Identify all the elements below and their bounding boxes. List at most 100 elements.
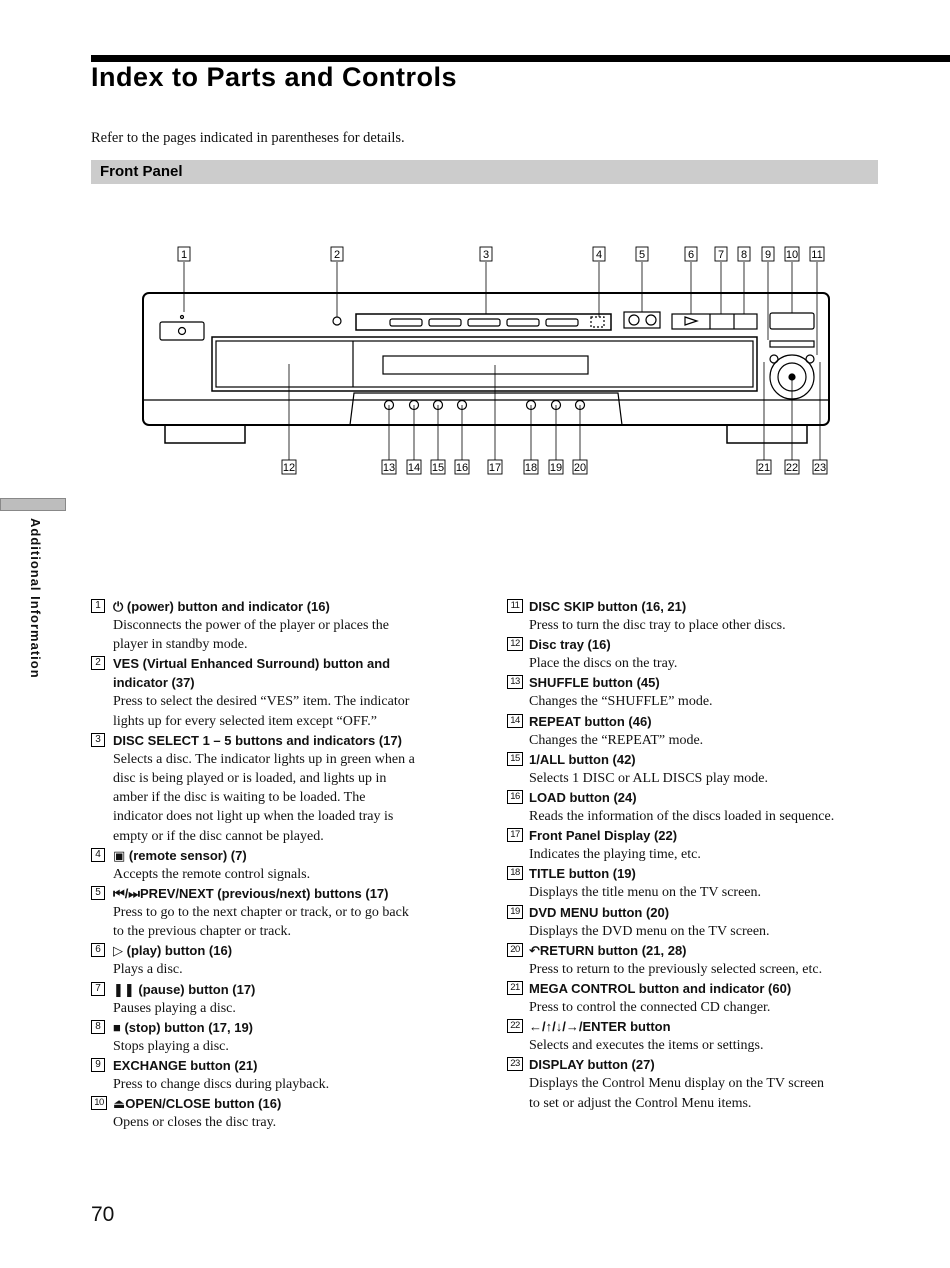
item-title: DISC SELECT 1 – 5 buttons and indicators…	[113, 732, 402, 748]
svg-text:14: 14	[408, 462, 420, 474]
item-description: to the previous chapter or track.	[113, 924, 292, 940]
top-rule	[91, 55, 950, 62]
item-number: 10	[91, 1096, 107, 1111]
page-title: Index to Parts and Controls	[91, 62, 458, 92]
disc-tray	[211, 336, 758, 392]
callout-16: 16	[454, 459, 470, 475]
callout-2: 2	[330, 246, 344, 262]
callout-20: 20	[572, 459, 588, 475]
item-description: amber if the disc is waiting to be loade…	[113, 790, 366, 806]
item-description: Press to return to the previously select…	[529, 961, 823, 977]
item-title: ⏏OPEN/CLOSE button (16)	[113, 1096, 282, 1112]
item-number: 20	[507, 942, 523, 957]
item-description: Displays the DVD menu on the TV screen.	[529, 923, 770, 939]
item-title: 1/ALL button (42)	[529, 751, 636, 767]
item-description: Disconnects the power of the player or p…	[113, 618, 390, 633]
item-title: Front Panel Display (22)	[529, 828, 678, 844]
callout-19: 19	[548, 459, 564, 475]
item-title: ▷ (play) button (16)	[113, 943, 233, 959]
svg-text:1: 1	[181, 249, 187, 261]
item-number: 15	[507, 751, 523, 766]
item-description: Selects and executes the items or settin…	[529, 1038, 764, 1054]
item-number: 5	[91, 886, 105, 901]
right-foot	[726, 424, 808, 444]
item-description: Displays the Control Menu display on the…	[529, 1076, 824, 1092]
svg-text:23: 23	[814, 462, 826, 474]
front-panel-display	[382, 355, 589, 375]
item-title: ❚❚ (pause) button (17)	[113, 981, 256, 997]
section-bar: Front Panel	[91, 160, 878, 184]
item-description: Plays a disc.	[113, 962, 183, 978]
index-item-8: 8■ (stop) button (17, 19)Stops playing a…	[91, 1018, 466, 1056]
item-number: 19	[507, 904, 523, 919]
item-number: 9	[91, 1058, 105, 1073]
svg-text:5: 5	[639, 249, 645, 261]
svg-text:10: 10	[786, 249, 798, 261]
power-button	[159, 321, 205, 341]
item-title: ⏮/⏭PREV/NEXT (previous/next) buttons (17…	[113, 886, 389, 902]
item-description: Press to select the desired “VES” item. …	[113, 694, 410, 710]
callout-15: 15	[430, 459, 446, 475]
item-title: Disc tray (16)	[529, 637, 611, 653]
svg-text:3: 3	[483, 249, 489, 261]
item-title: MEGA CONTROL button and indicator (60)	[529, 981, 792, 997]
item-number: 12	[507, 637, 523, 652]
item-number: 14	[507, 713, 523, 728]
index-item-1: 1⏻ (power) button and indicator (16)Disc…	[91, 597, 466, 654]
callout-3: 3	[479, 246, 493, 262]
index-item-21: 21 MEGA CONTROL button and indicator (60)…	[507, 979, 887, 1017]
item-description: Press to change discs during playback.	[113, 1077, 330, 1093]
item-title-cont: indicator (37)	[113, 675, 195, 691]
callout-12: 12	[281, 459, 297, 475]
item-description: Pauses playing a disc.	[113, 1000, 236, 1016]
item-number: 4	[91, 847, 105, 862]
svg-text:21: 21	[758, 462, 770, 474]
item-title: SHUFFLE button (45)	[529, 675, 660, 691]
svg-text:13: 13	[383, 462, 395, 474]
item-number: 8	[91, 1019, 105, 1034]
item-description: player in standby mode.	[113, 637, 248, 653]
page-number: 70	[91, 1203, 115, 1226]
callout-1: 1	[177, 246, 191, 262]
item-number: 11	[507, 599, 523, 613]
index-item-5: 5 ⏮/⏭PREV/NEXT (previous/next) buttons (1…	[91, 884, 466, 941]
item-title: ▣ (remote sensor) (7)	[113, 847, 247, 863]
item-number: 7	[91, 981, 105, 996]
svg-text:18: 18	[525, 462, 537, 474]
item-description: Press to go to the next chapter or track…	[113, 905, 409, 921]
index-item-7: 7 ❚❚ (pause) button (17) Pauses playing a …	[91, 980, 466, 1018]
item-number: 22	[507, 1019, 523, 1034]
item-number: 21	[507, 981, 523, 996]
item-description: Selects a disc. The indicator lights up …	[113, 751, 415, 767]
item-description: Press to control the connected CD change…	[529, 1000, 771, 1016]
item-description: Changes the “SHUFFLE” mode.	[529, 694, 713, 710]
item-title: LOAD button (24)	[529, 790, 637, 806]
svg-text:4: 4	[596, 249, 602, 261]
item-number: 17	[507, 828, 523, 843]
item-title: REPEAT button (46)	[529, 713, 652, 729]
item-description: Selects 1 DISC or ALL DISCS play mode.	[529, 770, 769, 786]
item-number: 23	[507, 1057, 523, 1072]
item-description: indicator does not light up when the loa…	[113, 809, 394, 825]
item-title: DISC SKIP button (16, 21)	[529, 599, 687, 614]
svg-text:17: 17	[489, 462, 501, 474]
item-number: 18	[507, 866, 523, 881]
item-description: Stops playing a disc.	[113, 1038, 229, 1054]
item-description: Reads the information of the discs loade…	[529, 809, 835, 825]
item-description: Changes the “REPEAT” mode.	[529, 732, 704, 748]
svg-text:22: 22	[786, 462, 798, 474]
callout-5: 5	[635, 246, 649, 262]
item-description: to set or adjust the Control Menu items.	[529, 1095, 752, 1111]
callout-11: 11	[809, 246, 825, 262]
item-description: Displays the title menu on the TV screen…	[529, 885, 761, 901]
item-title: ⏻ (power) button and indicator (16)	[113, 599, 330, 614]
svg-text:11: 11	[811, 249, 822, 261]
